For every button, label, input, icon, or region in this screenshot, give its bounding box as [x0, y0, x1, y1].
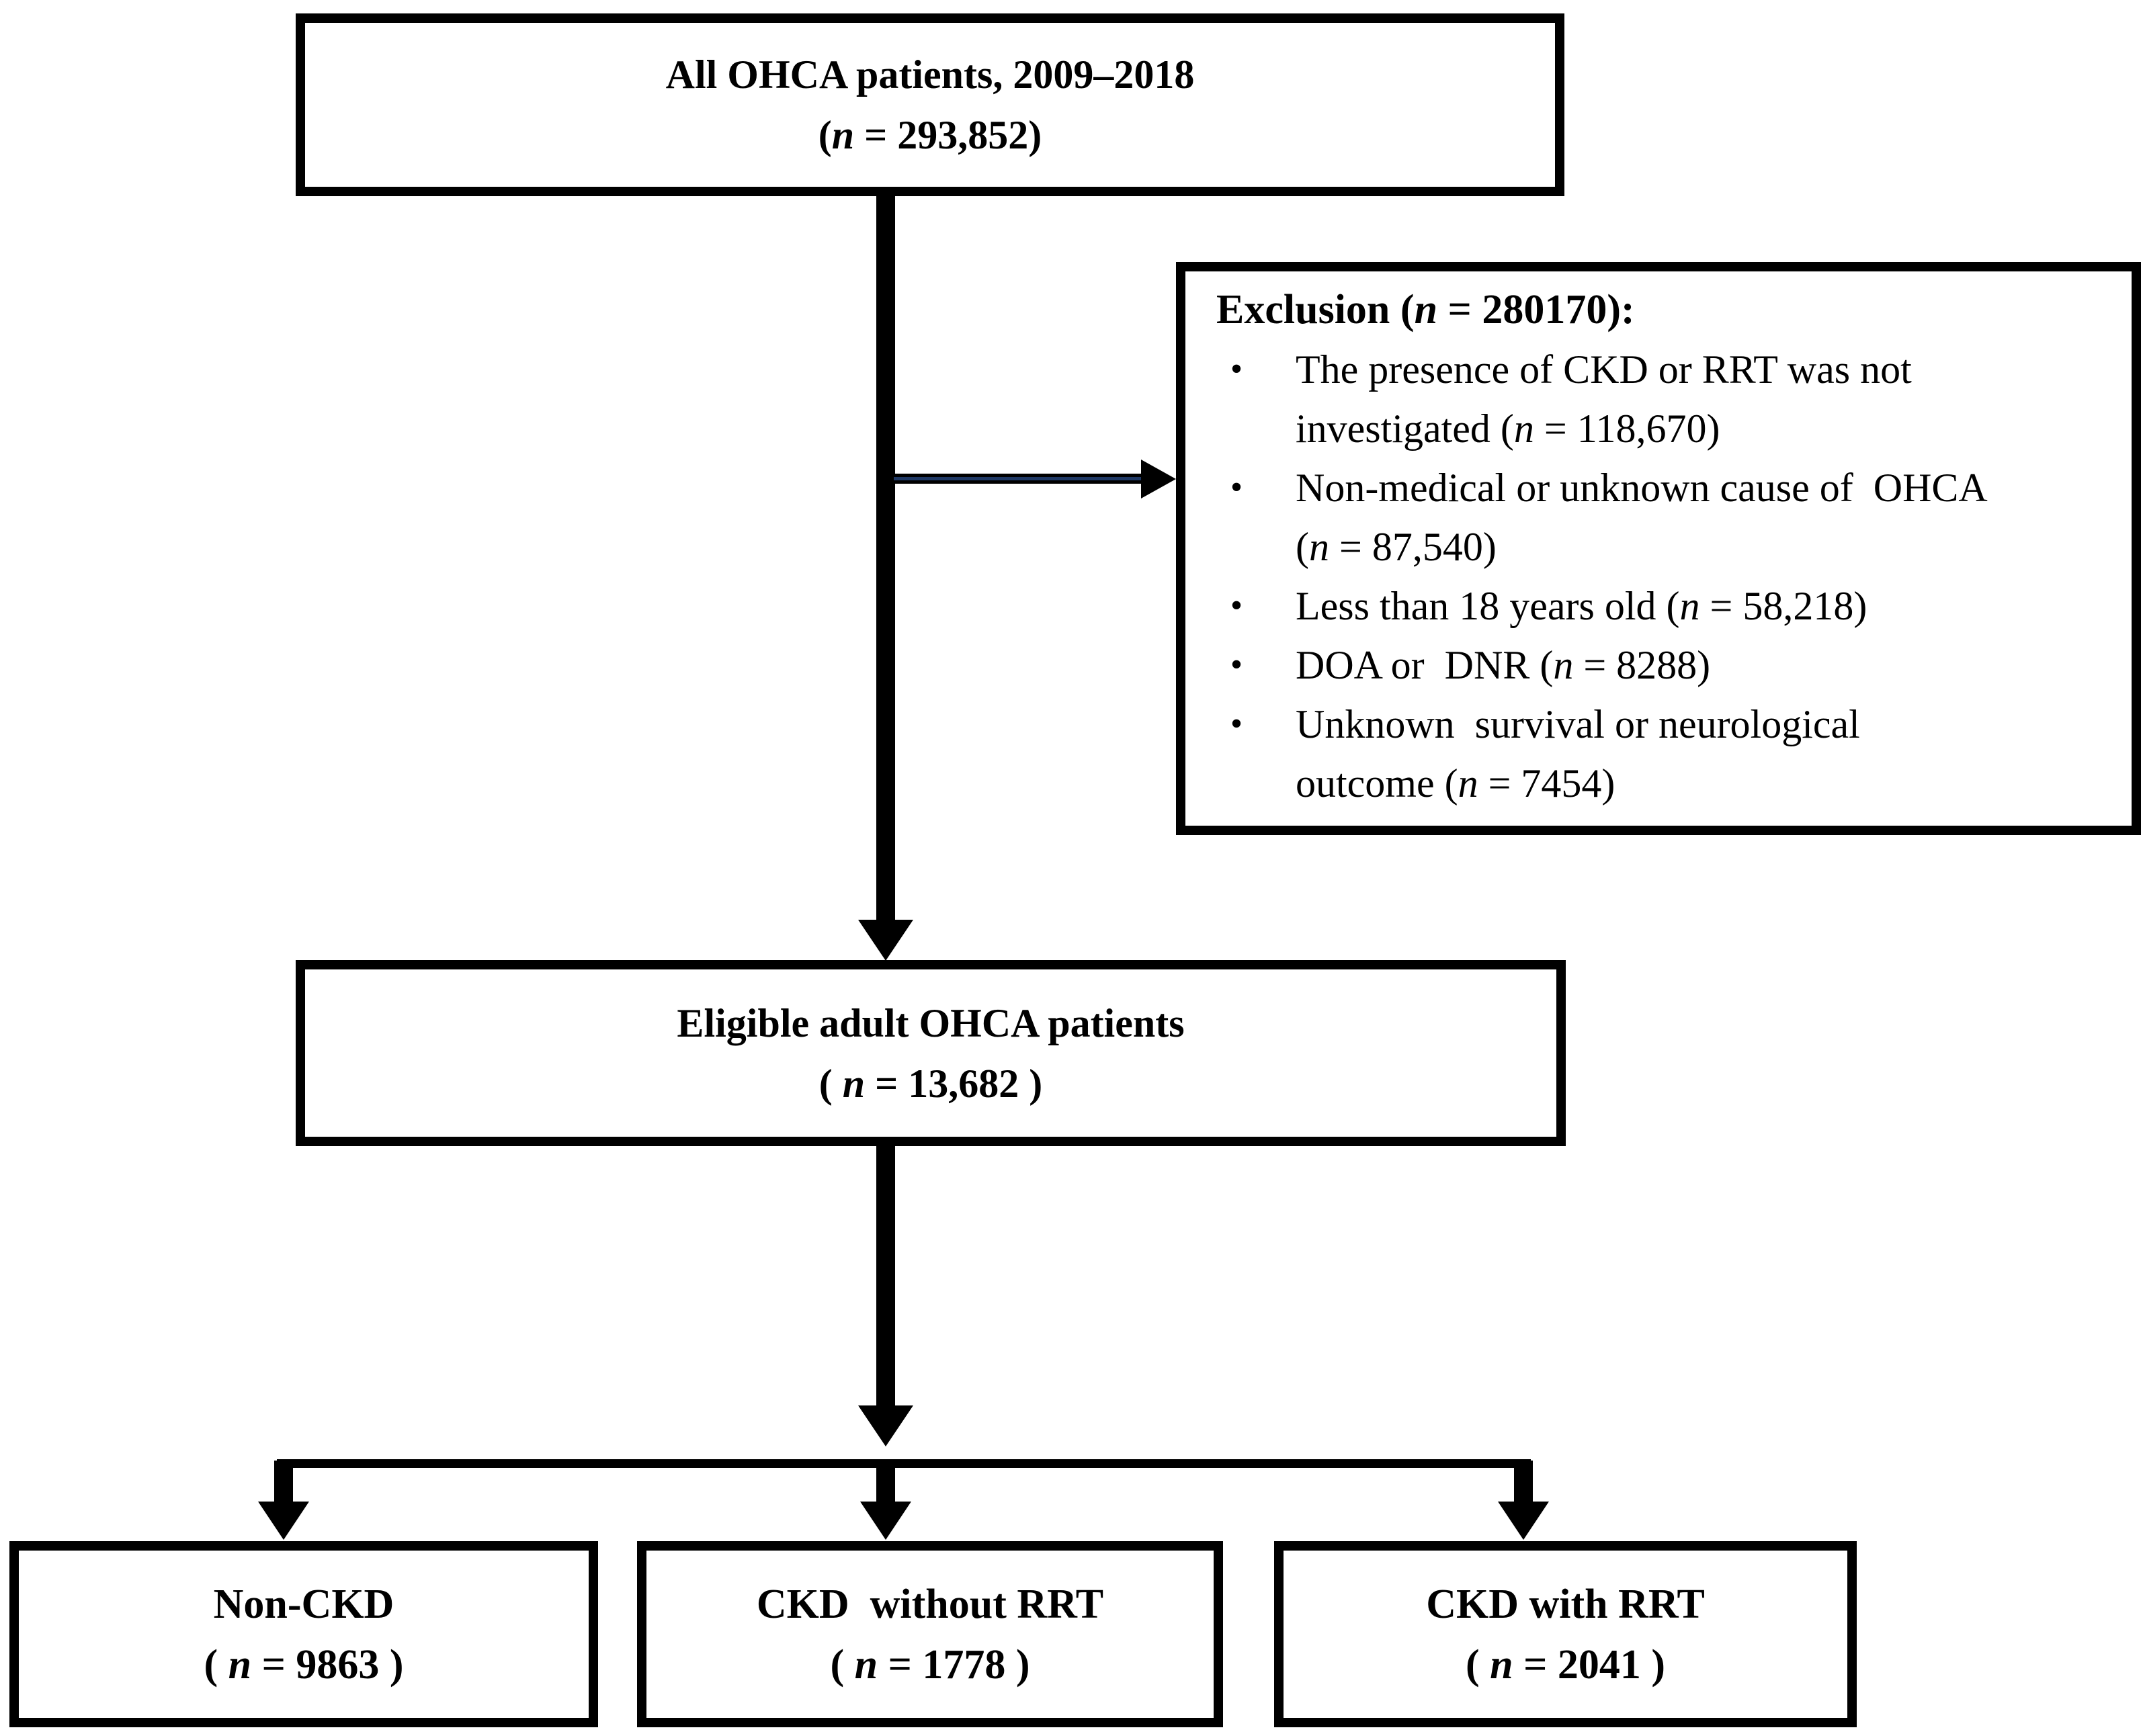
box-non-ckd: Non-CKD ( n = 9863 ): [9, 1541, 598, 1727]
connector-branch-left: [274, 1461, 293, 1502]
exclusion-bullet-1: • The presence of CKD or RRT was not inv…: [1216, 340, 2118, 458]
italic-n: n: [831, 113, 855, 157]
italic-n: n: [1679, 584, 1700, 628]
box-all-ohca-patients: All OHCA patients, 2009–2018 (n = 293,85…: [296, 13, 1564, 196]
bullet-icon: •: [1230, 350, 1243, 388]
connector-branch-middle: [876, 1461, 895, 1502]
italic-n: n: [842, 1061, 866, 1106]
connector-branch-right: [1514, 1461, 1533, 1502]
bullet-icon: •: [1230, 468, 1243, 507]
ckd-with-rrt-title: CKD with RRT: [1426, 1581, 1705, 1627]
all-patients-count: (n = 293,852): [818, 113, 1042, 157]
italic-n: n: [228, 1641, 252, 1688]
non-ckd-title: Non-CKD: [213, 1581, 394, 1627]
italic-n: n: [1458, 761, 1478, 806]
exclusion-bullet-3: • Less than 18 years old (n = 58,218): [1216, 576, 2118, 636]
arrowhead-to-ckd-with-rrt: [1498, 1502, 1549, 1540]
italic-n: n: [1513, 406, 1534, 451]
eligible-count: ( n = 13,682 ): [818, 1061, 1043, 1106]
arrowhead-to-branch-bar: [858, 1405, 913, 1446]
bullet-icon: •: [1230, 646, 1243, 684]
all-patients-title: All OHCA patients, 2009–2018: [665, 52, 1195, 97]
exclusion-bullet-5: • Unknown survival or neurological outco…: [1216, 695, 2118, 813]
arrowhead-to-exclusion: [1141, 460, 1176, 498]
ckd-with-rrt-count: ( n = 2041 ): [1465, 1641, 1666, 1688]
connector-exclusion-arrow: [894, 474, 1142, 484]
box-ckd-without-rrt: CKD without RRT ( n = 1778 ): [637, 1541, 1223, 1727]
italic-n: n: [1490, 1641, 1513, 1688]
italic-n: n: [1414, 287, 1438, 333]
bullet-icon: •: [1230, 705, 1243, 743]
exclusion-bullet-2: • Non-medical or unknown cause of OHCA (…: [1216, 458, 2118, 576]
connector-top-to-eligible: [876, 195, 895, 920]
arrowhead-to-ckd-without-rrt: [860, 1502, 911, 1540]
italic-n: n: [1553, 643, 1574, 687]
non-ckd-count: ( n = 9863 ): [204, 1641, 404, 1688]
italic-n: n: [854, 1641, 878, 1688]
box-exclusion: Exclusion (n = 280170): • The presence o…: [1176, 262, 2141, 835]
arrowhead-to-eligible: [858, 920, 913, 961]
box-ckd-with-rrt: CKD with RRT ( n = 2041 ): [1274, 1541, 1857, 1727]
ckd-without-rrt-count: ( n = 1778 ): [830, 1641, 1030, 1688]
connector-eligible-to-branch: [876, 1145, 895, 1407]
eligible-title: Eligible adult OHCA patients: [677, 1000, 1185, 1045]
italic-n: n: [1308, 525, 1329, 569]
connector-branch-bar: [277, 1459, 1531, 1468]
ckd-without-rrt-title: CKD without RRT: [756, 1581, 1104, 1627]
box-eligible-patients: Eligible adult OHCA patients ( n = 13,68…: [296, 960, 1566, 1146]
exclusion-heading: Exclusion (n = 280170):: [1216, 287, 1635, 333]
arrowhead-to-non-ckd: [258, 1502, 309, 1540]
bullet-icon: •: [1230, 587, 1243, 625]
exclusion-bullet-4: • DOA or DNR (n = 8288): [1216, 636, 2118, 695]
